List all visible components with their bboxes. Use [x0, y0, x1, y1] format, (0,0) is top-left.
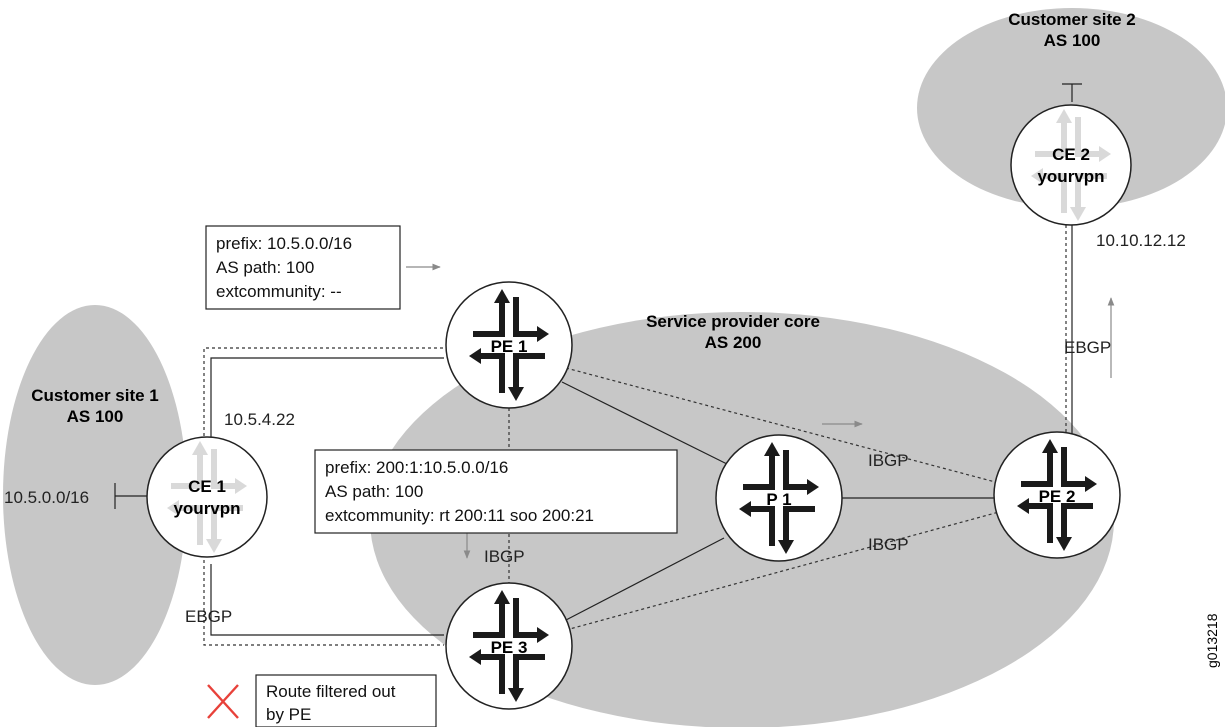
provider-core-title: Service provider core [646, 312, 820, 331]
ce1-prefix-label: 10.5.0.0/16 [4, 488, 89, 507]
route-box-1-aspath: AS path: 100 [216, 258, 314, 277]
physical-links [114, 83, 1082, 636]
ibgp-pe1-pe3-label: IBGP [484, 547, 525, 566]
router-ce2-label: CE 2 [1052, 145, 1090, 164]
ce1-address-label: 10.5.4.22 [224, 410, 295, 429]
router-ce1-label: CE 1 [188, 477, 226, 496]
legend-line-2: by PE [266, 705, 311, 724]
route-box-2: prefix: 200:1:10.5.0.0/16 AS path: 100 e… [314, 449, 678, 534]
customer-site-1-cloud [3, 305, 187, 685]
route-box-1-prefix: prefix: 10.5.0.0/16 [216, 234, 352, 253]
legend: Route filtered out by PE [207, 674, 437, 727]
ebgp-site1-label: EBGP [185, 607, 232, 626]
route-box-1: prefix: 10.5.0.0/16 AS path: 100 extcomm… [205, 225, 401, 310]
customer-site-2-title: Customer site 2 [1008, 10, 1136, 29]
router-ce1[interactable]: CE 1 yourvpn [146, 436, 268, 558]
router-pe2-label: PE 2 [1039, 487, 1076, 506]
router-pe2[interactable]: PE 2 [993, 431, 1121, 559]
router-pe1[interactable]: PE 1 [445, 281, 573, 409]
customer-site-1-as: AS 100 [67, 407, 124, 426]
ce2-address-label: 10.10.12.12 [1096, 231, 1186, 250]
router-pe1-label: PE 1 [491, 337, 528, 356]
provider-core-as: AS 200 [705, 333, 762, 352]
router-p1[interactable]: P 1 [715, 434, 843, 562]
router-ce2-vpn: yourvpn [1037, 167, 1104, 186]
ibgp-pe1-pe2-label: IBGP [868, 451, 909, 470]
router-pe3-label: PE 3 [491, 638, 528, 657]
ebgp-site2-label: EBGP [1064, 338, 1111, 357]
customer-site-1-title: Customer site 1 [31, 386, 159, 405]
legend-line-1: Route filtered out [266, 682, 396, 701]
route-direction-arrows [406, 263, 1115, 559]
route-box-1-extcommunity: extcommunity: -- [216, 282, 342, 301]
figure-id: g013218 [1204, 613, 1220, 668]
router-p1-label: P 1 [766, 490, 791, 509]
cross-icon [207, 684, 239, 719]
route-box-2-prefix: prefix: 200:1:10.5.0.0/16 [325, 458, 508, 477]
router-pe3[interactable]: PE 3 [445, 582, 573, 710]
route-box-2-aspath: AS path: 100 [325, 482, 423, 501]
router-ce2[interactable]: CE 2 yourvpn [1010, 104, 1132, 226]
ibgp-pe3-pe2-label: IBGP [868, 535, 909, 554]
router-ce1-vpn: yourvpn [173, 499, 240, 518]
customer-site-2-as: AS 100 [1044, 31, 1101, 50]
route-box-2-extcommunity: extcommunity: rt 200:11 soo 200:21 [325, 506, 594, 525]
